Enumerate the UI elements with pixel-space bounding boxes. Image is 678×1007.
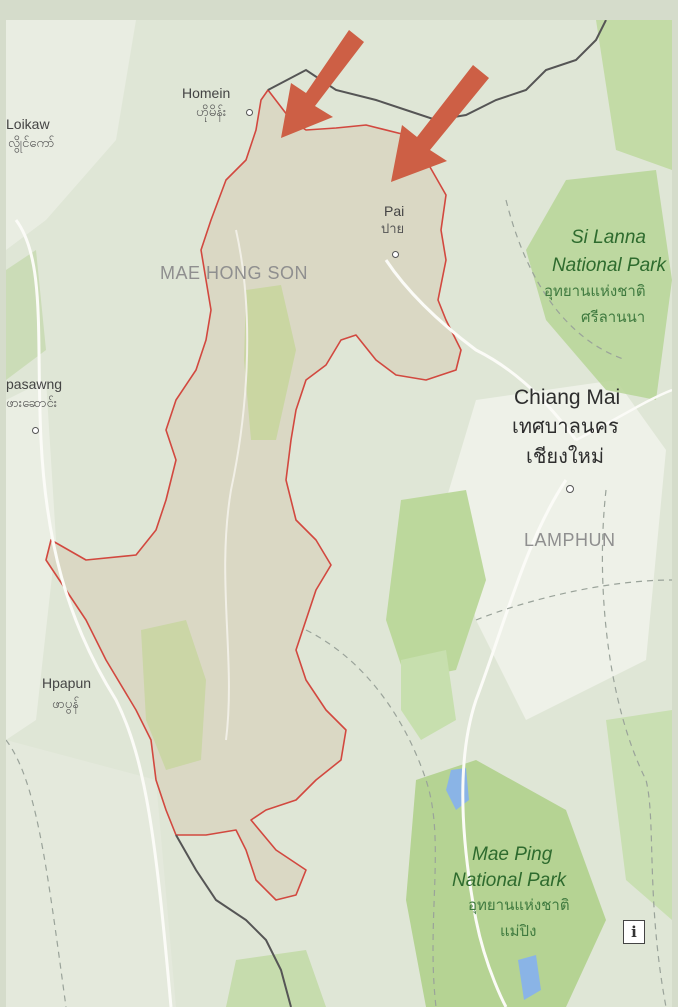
place-label-pai: Pai xyxy=(384,203,405,219)
place-label-homein-local: ဟိုမိန်း xyxy=(196,104,227,119)
place-label-pai-local: ปาย xyxy=(381,221,405,236)
city-label-chiang-mai-local-1: เทศบาลนคร xyxy=(512,416,619,438)
park-label-mae-ping-2: National Park xyxy=(452,870,567,891)
district-boundary-5 xyxy=(6,739,67,1007)
park-label-mae-ping-1: Mae Ping xyxy=(472,844,553,865)
place-label-loikaw-local: လွိုင်ကော် xyxy=(8,135,55,150)
info-button[interactable]: i xyxy=(623,920,645,944)
terrain-light-chiangmai xyxy=(446,380,666,720)
forest-se xyxy=(606,710,672,920)
forest-region-north xyxy=(244,285,296,440)
park-label-si-lanna-local-2: ศรีลานนา xyxy=(581,309,646,326)
park-label-mae-ping-local-2: แม่ปิง xyxy=(500,923,537,940)
forest-ne xyxy=(596,20,672,170)
map-canvas xyxy=(6,20,672,1007)
place-label-hpapun-local: ဖာပွန် xyxy=(52,696,79,711)
reservoir xyxy=(518,955,541,1000)
park-label-si-lanna-local-1: อุทยานแห่งชาติ xyxy=(544,283,646,300)
place-label-loikaw: Loikaw xyxy=(6,116,50,132)
forest-mae-ping xyxy=(406,760,606,1007)
road-region xyxy=(224,229,249,741)
city-label-chiang-mai: Chiang Mai xyxy=(514,386,621,409)
arrow-pai xyxy=(391,65,489,182)
region-label-mae-hong-son: MAE HONG SON xyxy=(160,263,309,283)
road-south xyxy=(461,479,568,1007)
road-west xyxy=(14,219,173,1007)
forest-region-south xyxy=(141,620,206,770)
forest-s xyxy=(226,950,326,1007)
forest-si-lanna xyxy=(526,170,672,400)
district-boundary-1 xyxy=(505,199,627,361)
place-label-hpapun: Hpapun xyxy=(42,675,92,691)
city-label-chiang-mai-local-2: เชียงใหม่ xyxy=(526,446,605,468)
terrain-light-nw xyxy=(6,20,136,250)
arrow-north-border xyxy=(281,30,364,138)
district-label-lamphun: LAMPHUN xyxy=(524,530,616,550)
place-dot-homein[interactable] xyxy=(246,109,253,116)
forest-center xyxy=(386,490,486,680)
forest-center-south xyxy=(401,650,456,740)
place-label-pasawng-local: ဖားဆောင်း xyxy=(6,395,58,410)
border-south xyxy=(175,834,292,1007)
park-label-si-lanna-2: National Park xyxy=(551,255,666,276)
place-dot-pai[interactable] xyxy=(392,251,399,258)
border-north xyxy=(267,20,607,122)
city-dot-chiang-mai[interactable] xyxy=(566,485,574,493)
terrain-light-sw xyxy=(6,740,176,1007)
map-view[interactable]: Homein ဟိုမိန်း Loikaw လွိုင်ကော် Pai ปา… xyxy=(6,20,672,1007)
park-label-si-lanna-1: Si Lanna xyxy=(570,227,646,248)
road-east xyxy=(575,388,672,442)
district-boundary-2 xyxy=(475,579,672,621)
place-dot-pasawng[interactable] xyxy=(32,427,39,434)
park-label-mae-ping-local-1: อุทยานแห่งชาติ xyxy=(468,897,570,914)
road-pai-chiangmai xyxy=(384,259,578,441)
place-label-pasawng: pasawng xyxy=(6,376,63,392)
place-label-homein: Homein xyxy=(182,85,231,101)
